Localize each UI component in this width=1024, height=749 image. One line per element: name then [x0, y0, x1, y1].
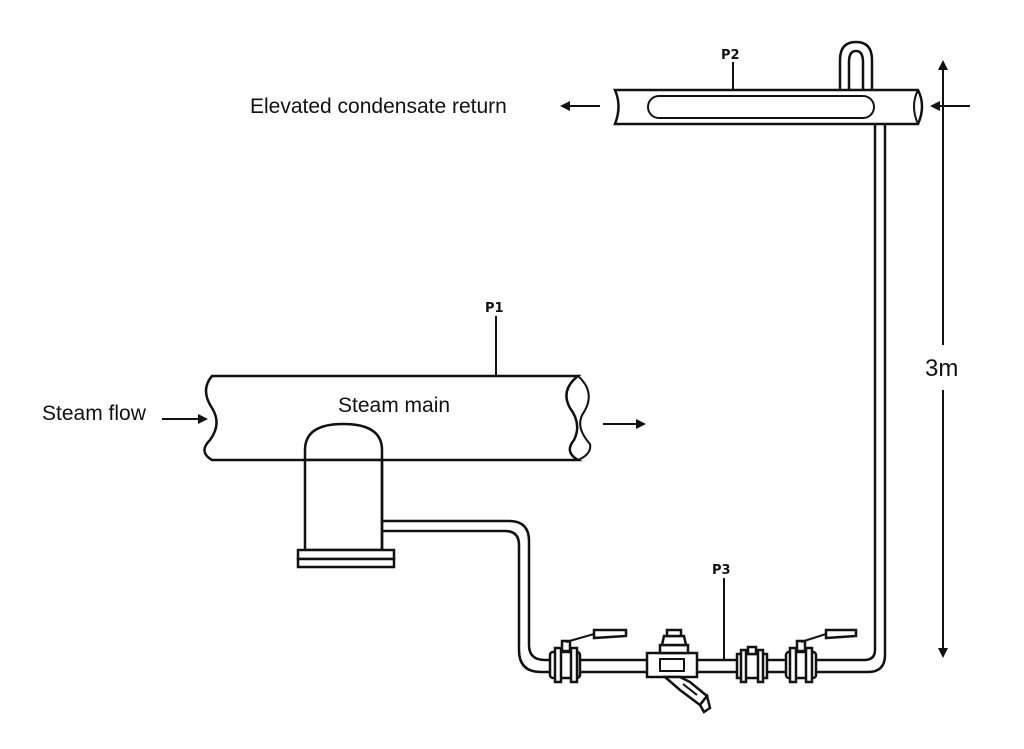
sight-slot — [647, 95, 875, 119]
height-label: 3m — [925, 355, 958, 382]
steam-main-label: Steam main — [338, 394, 450, 417]
drain-line — [382, 519, 555, 674]
steam-main-pipe — [203, 374, 592, 462]
pocket-flange — [296, 548, 396, 561]
p2-label: P2 — [721, 48, 740, 63]
drain-pocket — [296, 422, 396, 569]
check-valve — [735, 645, 769, 684]
isolation-valve-right — [784, 628, 858, 684]
p1-label: P1 — [485, 301, 504, 316]
riser-loop — [838, 40, 874, 90]
condensate-return-label: Elevated condensate return — [250, 95, 507, 118]
p3-label: P3 — [712, 563, 731, 578]
bottom-pipe — [578, 649, 887, 674]
condensate-return-pipe — [613, 88, 924, 126]
vertical-riser — [873, 124, 887, 655]
steam-flow-label: Steam flow — [42, 402, 147, 425]
isolation-valve-left — [548, 628, 628, 684]
steam-trap — [645, 628, 712, 714]
